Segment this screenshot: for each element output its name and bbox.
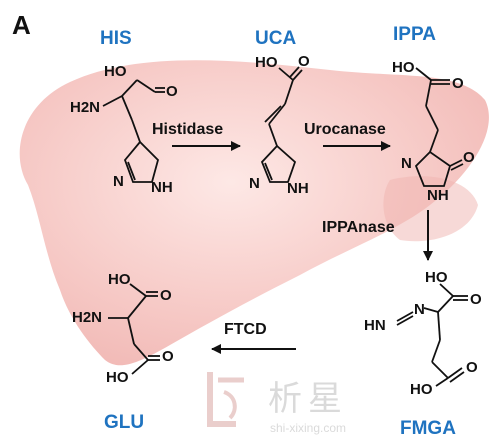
compound-label-glu: GLU <box>104 412 144 433</box>
glu-o-top: O <box>160 287 172 304</box>
compound-label-fmga: FMGA <box>400 418 456 439</box>
fmga-ho-top: HO <box>425 269 448 286</box>
his-nh: NH <box>151 179 173 196</box>
fmga-o-top: O <box>470 291 482 308</box>
glu-structure <box>108 283 160 375</box>
enzyme-label-urocanase: Urocanase <box>304 121 386 138</box>
watermark-url: shi-xixing.com <box>270 421 346 435</box>
compound-label-uca: UCA <box>255 28 296 49</box>
uca-n: N <box>249 175 260 192</box>
his-ho: HO <box>104 63 127 80</box>
fmga-n: N <box>414 301 425 318</box>
enzyme-label-ippanase: IPPAnase <box>322 219 395 236</box>
panel-label: A <box>12 10 31 40</box>
ippa-n: N <box>401 155 412 172</box>
fmga-structure <box>396 283 468 387</box>
ippa-o-top: O <box>452 75 464 92</box>
ippa-ho: HO <box>392 59 415 76</box>
ippa-nh: NH <box>427 187 449 204</box>
uca-o: O <box>298 53 310 70</box>
glu-ho-bottom: HO <box>106 369 129 386</box>
ippa-o-ring: O <box>463 149 475 166</box>
his-o: O <box>166 83 178 100</box>
fmga-ho-bottom: HO <box>410 381 433 398</box>
glu-o-bottom: O <box>162 348 174 365</box>
enzyme-label-histidase: Histidase <box>152 121 223 138</box>
his-h2n: H2N <box>70 99 100 116</box>
uca-ho: HO <box>255 54 278 71</box>
compound-label-his: HIS <box>100 28 132 49</box>
watermark-logo-icon <box>207 372 244 427</box>
fmga-hn: HN <box>364 317 386 334</box>
uca-nh: NH <box>287 180 309 197</box>
his-n: N <box>113 173 124 190</box>
watermark: 析星 shi-xixing.com <box>207 372 348 435</box>
ippa-structure <box>414 67 464 187</box>
his-structure <box>102 79 165 183</box>
watermark-text: 析星 <box>268 379 348 419</box>
enzyme-label-ftcd: FTCD <box>224 321 267 338</box>
uca-structure <box>260 66 303 183</box>
glu-h2n: H2N <box>72 309 102 326</box>
glu-ho-top: HO <box>108 271 131 288</box>
fmga-o-bottom: O <box>466 359 478 376</box>
compound-label-ippa: IPPA <box>393 24 436 45</box>
liver-lobe <box>383 176 478 242</box>
